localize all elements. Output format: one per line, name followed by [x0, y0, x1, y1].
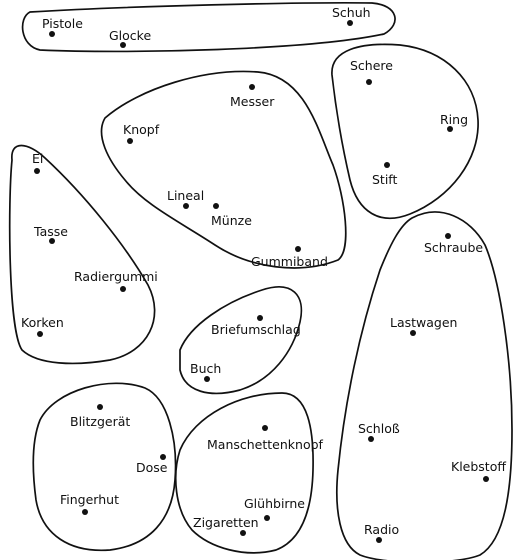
item-label: Schuh: [332, 5, 371, 20]
group-outline-3: [331, 43, 479, 219]
item-label: Korken: [21, 315, 64, 330]
item-label: Tasse: [33, 224, 68, 239]
item-label: Lineal: [167, 188, 204, 203]
item-label: Fingerhut: [60, 492, 119, 507]
item-label: Dose: [136, 460, 168, 475]
item-dot: [410, 330, 416, 336]
item-dot: [447, 126, 453, 132]
item-label: Schraube: [424, 240, 483, 255]
item-dot: [376, 537, 382, 543]
item-dot: [240, 530, 246, 536]
item-dot: [183, 203, 189, 209]
item-dot: [213, 203, 219, 209]
item-label: Ei: [32, 151, 43, 166]
item-label: Glühbirne: [244, 496, 305, 511]
item-dot: [483, 476, 489, 482]
item-label: Schere: [350, 58, 393, 73]
item-label: Ring: [440, 112, 468, 127]
group-outline-4: [8, 144, 156, 365]
item-dot: [127, 138, 133, 144]
item-label: Münze: [211, 213, 252, 228]
item-label: Radio: [364, 522, 399, 537]
item-dot: [120, 42, 126, 48]
item-label: Stift: [372, 172, 397, 187]
item-label: Blitzgerät: [70, 414, 130, 429]
item-label: Klebstoff: [451, 459, 506, 474]
item-label: Knopf: [123, 122, 160, 137]
item-dot: [49, 238, 55, 244]
item-dot: [37, 331, 43, 337]
item-dot: [384, 162, 390, 168]
item-dot: [249, 84, 255, 90]
item-label: Gummiband: [251, 254, 328, 269]
item-dot: [34, 168, 40, 174]
group-outline-6: [335, 211, 513, 560]
item-dot: [445, 233, 451, 239]
item-dot: [347, 20, 353, 26]
item-label: Schloß: [358, 421, 400, 436]
item-label: Pistole: [42, 16, 83, 31]
group-outline-2: [100, 70, 347, 269]
group-outline-1: [21, 1, 396, 53]
item-dot: [262, 425, 268, 431]
item-label: Zigaretten: [193, 515, 259, 530]
group-outline-8: [175, 392, 314, 554]
item-label: Radiergummi: [74, 269, 158, 284]
item-dot: [97, 404, 103, 410]
item-dot: [295, 246, 301, 252]
item-label: Briefumschlag: [211, 322, 301, 337]
item-dot: [49, 31, 55, 37]
item-dot: [257, 315, 263, 321]
group-outline-7: [32, 382, 177, 552]
item-dot: [160, 454, 166, 460]
item-dot: [204, 376, 210, 382]
item-label: Manschettenknopf: [207, 437, 324, 452]
item-label: Buch: [190, 361, 221, 376]
group-outline-5: [179, 286, 303, 395]
item-dot: [366, 79, 372, 85]
item-dot: [120, 286, 126, 292]
item-dot: [368, 436, 374, 442]
item-dot: [264, 515, 270, 521]
item-label: Messer: [230, 94, 275, 109]
item-label: Lastwagen: [390, 315, 457, 330]
item-label: Glocke: [109, 28, 151, 43]
item-dot: [82, 509, 88, 515]
